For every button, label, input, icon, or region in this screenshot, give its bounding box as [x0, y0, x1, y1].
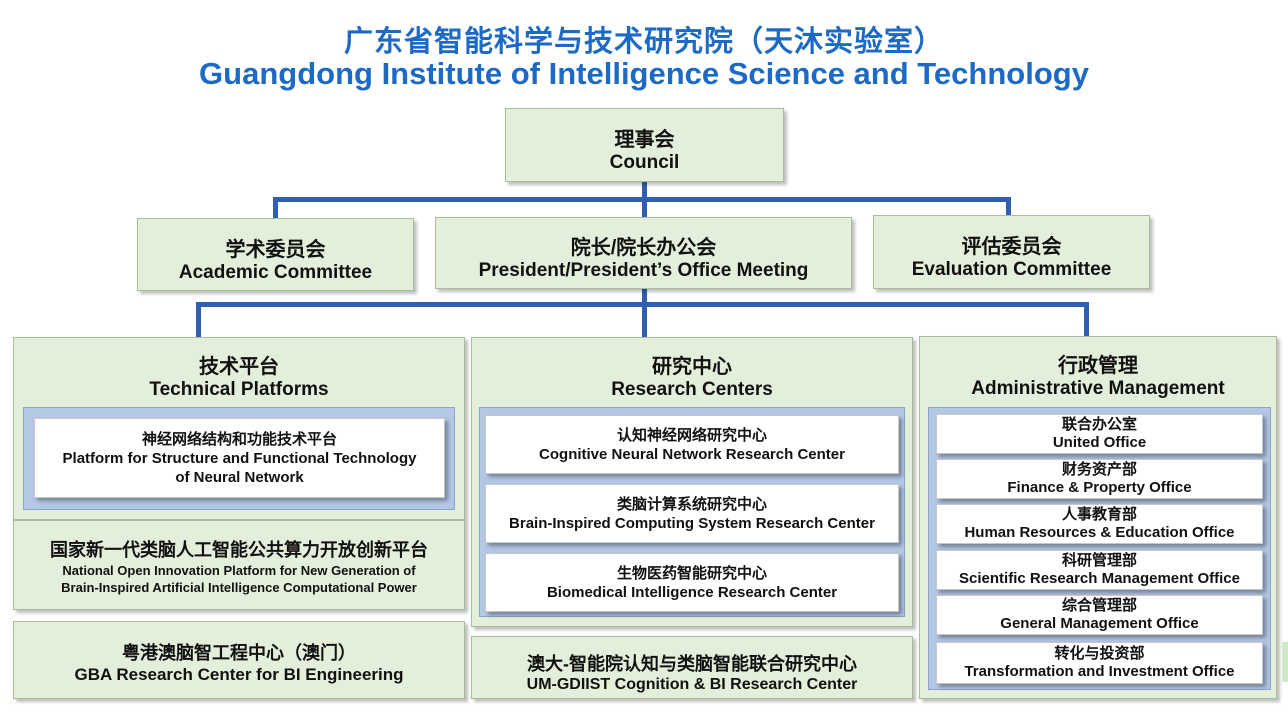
office-card: 联合办公室 United Office	[936, 414, 1263, 454]
office-label-en: Transformation and Investment Office	[964, 663, 1235, 680]
connector-row3-bar	[196, 302, 1089, 307]
academic-label-cn: 学术委员会	[225, 239, 326, 261]
research-center-label-cn: 生物医药智能研究中心	[616, 564, 767, 582]
connector-admin	[1084, 302, 1089, 336]
title-english: Guangdong Institute of Intelligence Scie…	[199, 56, 1089, 91]
research-label-en: Research Centers	[611, 379, 773, 400]
national-label-cn: 国家新一代类脑人工智能公共算力开放创新平台	[50, 540, 428, 560]
connector-president-down	[642, 288, 647, 338]
office-card: 综合管理部 General Management Office	[936, 595, 1263, 635]
office-card: 转化与投资部 Transformation and Investment Off…	[936, 642, 1263, 684]
office-label-cn: 财务资产部	[1061, 461, 1137, 478]
platform-label-en-1: Platform for Structure and Functional Te…	[62, 449, 417, 467]
office-label-en: General Management Office	[1000, 615, 1199, 632]
gba-label-cn: 粤港澳脑智工程中心（澳门）	[122, 643, 356, 663]
research-center-card: 类脑计算系统研究中心 Brain-Inspired Computing Syst…	[485, 484, 899, 543]
edge-scroll-indicator	[1282, 642, 1288, 682]
office-label-cn: 联合办公室	[1061, 416, 1137, 433]
office-card: 人事教育部 Human Resources & Education Office	[936, 504, 1263, 544]
office-label-en: Scientific Research Management Office	[959, 570, 1240, 587]
academic-committee-box: 学术委员会 Academic Committee	[137, 218, 414, 291]
office-card: 科研管理部 Scientific Research Management Off…	[936, 550, 1263, 590]
connector-evaluation	[1006, 197, 1011, 216]
research-center-label-cn: 认知神经网络研究中心	[616, 426, 767, 444]
research-center-label-cn: 类脑计算系统研究中心	[616, 495, 767, 513]
gba-label-en: GBA Research Center for BI Engineering	[74, 665, 404, 684]
platform-label-en-2: of Neural Network	[175, 468, 304, 486]
office-card: 财务资产部 Finance & Property Office	[936, 459, 1263, 499]
national-platform-box: 国家新一代类脑人工智能公共算力开放创新平台 National Open Inno…	[13, 520, 465, 610]
technical-label-en: Technical Platforms	[149, 379, 329, 400]
president-label-cn: 院长/院长办公会	[570, 237, 717, 259]
gba-center-box: 粤港澳脑智工程中心（澳门） GBA Research Center for BI…	[13, 621, 465, 699]
um-label-en: UM-GDIIST Cognition & BI Research Center	[526, 676, 858, 693]
national-label-en-2: Brain-Inspired Artificial Intelligence C…	[61, 580, 417, 595]
council-label-cn: 理事会	[614, 129, 675, 151]
office-label-cn: 科研管理部	[1061, 552, 1137, 569]
research-label-cn: 研究中心	[652, 356, 732, 378]
connector-president	[642, 197, 647, 218]
academic-label-en: Academic Committee	[178, 262, 373, 283]
office-label-en: Human Resources & Education Office	[964, 524, 1235, 541]
research-center-label-en: Cognitive Neural Network Research Center	[539, 445, 845, 463]
evaluation-committee-box: 评估委员会 Evaluation Committee	[873, 215, 1150, 289]
research-center-label-en: Brain-Inspired Computing System Research…	[509, 514, 875, 532]
office-label-cn: 转化与投资部	[1054, 645, 1145, 662]
um-joint-center-box: 澳大-智能院认知与类脑智能联合研究中心 UM-GDIIST Cognition …	[471, 636, 913, 699]
council-label-en: Council	[609, 152, 680, 173]
title-chinese: 广东省智能科学与技术研究院（天沐实验室）	[343, 26, 944, 58]
research-center-card: 生物医药智能研究中心 Biomedical Intelligence Resea…	[485, 553, 899, 612]
national-label-en-1: National Open Innovation Platform for Ne…	[62, 563, 416, 578]
technical-label-cn: 技术平台	[199, 356, 279, 378]
council-box: 理事会 Council	[505, 108, 784, 182]
research-center-card: 认知神经网络研究中心 Cognitive Neural Network Rese…	[485, 415, 899, 474]
office-label-cn: 人事教育部	[1061, 506, 1137, 523]
connector-council-down	[642, 180, 647, 200]
platform-label-cn: 神经网络结构和功能技术平台	[141, 430, 337, 448]
president-box: 院长/院长办公会 President/President’s Office Me…	[435, 217, 852, 289]
evaluation-label-cn: 评估委员会	[961, 236, 1062, 258]
evaluation-label-en: Evaluation Committee	[911, 259, 1112, 280]
connector-technical	[196, 302, 201, 338]
office-label-en: Finance & Property Office	[1007, 479, 1192, 496]
office-label-cn: 综合管理部	[1061, 597, 1137, 614]
connector-academic	[273, 197, 278, 218]
um-label-cn: 澳大-智能院认知与类脑智能联合研究中心	[527, 654, 857, 674]
admin-label-en: Administrative Management	[971, 378, 1225, 399]
office-label-en: United Office	[1052, 434, 1147, 451]
research-center-label-en: Biomedical Intelligence Research Center	[546, 583, 838, 601]
platform-card: 神经网络结构和功能技术平台 Platform for Structure and…	[34, 418, 445, 498]
president-label-en: President/President’s Office Meeting	[478, 260, 809, 281]
admin-label-cn: 行政管理	[1058, 355, 1138, 377]
